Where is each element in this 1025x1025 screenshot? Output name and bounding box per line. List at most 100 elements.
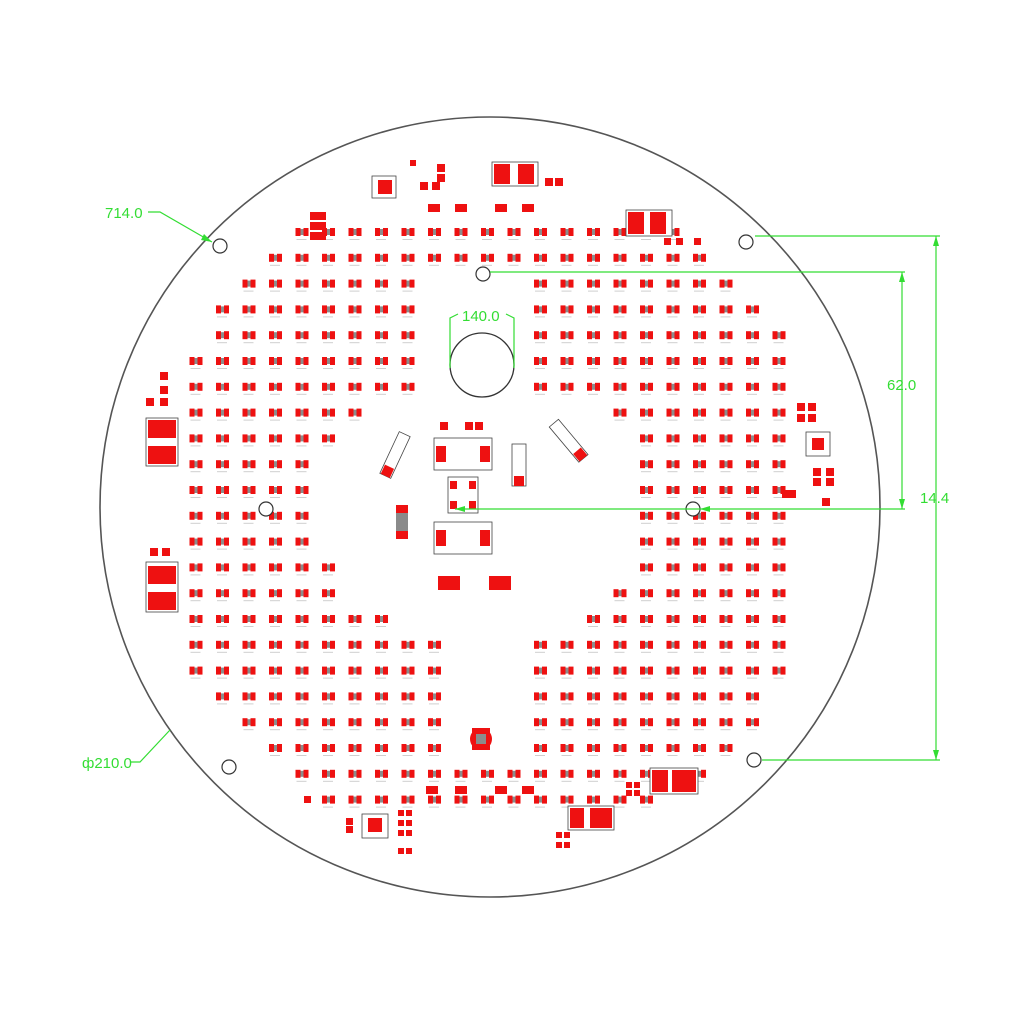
- smd-pad: [348, 331, 362, 344]
- dim-label-top-left: 714.0: [105, 205, 143, 222]
- smd-pad: [719, 331, 733, 344]
- smd-pad: [481, 769, 494, 782]
- smd-pad: [613, 744, 627, 756]
- ic-pad: [450, 481, 457, 489]
- smd-pad: [428, 744, 441, 756]
- smd-pad: [666, 537, 680, 550]
- smd-pad: [375, 331, 388, 344]
- smd-pad: [640, 460, 653, 473]
- smd-pad: [746, 305, 759, 318]
- smd-pad: [295, 563, 309, 576]
- dim-label-bottom-left: ф210.0: [82, 755, 132, 772]
- tilted-component: [548, 418, 589, 463]
- smd-pad: [375, 769, 388, 782]
- smd-pad: [348, 253, 362, 266]
- smd-pad: [746, 589, 759, 602]
- smd-pad: [406, 820, 412, 826]
- smd-pad: [242, 357, 256, 369]
- smd-pad: [666, 692, 680, 705]
- smd-pad: [666, 331, 680, 344]
- smd-pad: [242, 718, 256, 731]
- smd-pad: [514, 476, 524, 486]
- smd-pad: [746, 434, 759, 447]
- smd-pad: [640, 357, 653, 369]
- smd-pad: [269, 253, 282, 266]
- smd-pad: [322, 331, 335, 344]
- smd-pad: [375, 305, 388, 318]
- smd-pad: [189, 640, 203, 653]
- smd-pad: [719, 434, 733, 447]
- smd-pad: [587, 769, 600, 782]
- smd-pad: [746, 615, 759, 627]
- smd-pad: [719, 511, 733, 524]
- smd-pad: [772, 640, 786, 653]
- smd-pad: [401, 382, 415, 395]
- smd-pad: [613, 408, 627, 421]
- smd-pad: [189, 408, 203, 421]
- smd-pad: [295, 382, 309, 395]
- smd-pad: [534, 666, 547, 679]
- smd-pad: [613, 279, 627, 292]
- ic-pad: [450, 501, 457, 509]
- smd-pad: [693, 486, 706, 498]
- smd-pad: [560, 795, 574, 808]
- smd-pad: [746, 718, 759, 731]
- smd-pad: [269, 511, 282, 524]
- smd-pad: [664, 238, 671, 245]
- smd-pad: [401, 795, 415, 808]
- smd-pad: [534, 279, 547, 292]
- smd-pad: [242, 511, 256, 524]
- smd-pad: [242, 305, 256, 318]
- smd-pad: [693, 640, 706, 653]
- smd-pad: [401, 769, 415, 782]
- ic-pad: [812, 438, 824, 450]
- smd-pad: [587, 666, 600, 679]
- smd-pad: [666, 460, 680, 473]
- smd-pad: [746, 563, 759, 576]
- tilted-component: [379, 431, 411, 479]
- smd-pad: [772, 537, 786, 550]
- smd-pad: [189, 563, 203, 576]
- smd-pad: [560, 692, 574, 705]
- smd-pad: [242, 640, 256, 653]
- smd-pad: [587, 253, 600, 266]
- smd-pad: [634, 782, 640, 788]
- smd-pad: [455, 204, 467, 212]
- smd-pad: [295, 486, 309, 498]
- smd-pad: [346, 818, 353, 825]
- smd-pad: [242, 382, 256, 395]
- smd-pad: [348, 795, 362, 808]
- smd-pad: [401, 305, 415, 318]
- smd-pad: [428, 692, 441, 705]
- smd-pad: [432, 182, 440, 190]
- smd-pad: [746, 511, 759, 524]
- smd-pad: [295, 769, 309, 782]
- smd-pad: [719, 744, 733, 756]
- smd-pad: [613, 357, 627, 369]
- smd-pad: [587, 640, 600, 653]
- dim-label-center-hole: 140.0: [462, 308, 500, 325]
- smd-pad: [813, 478, 821, 486]
- smd-pad: [426, 786, 438, 794]
- connector-pad: [672, 770, 696, 792]
- smd-pad: [826, 478, 834, 486]
- smd-pad: [318, 212, 326, 220]
- leader-bottom-left: [130, 729, 171, 763]
- smd-pad: [693, 253, 706, 266]
- smd-pad: [693, 305, 706, 318]
- smd-pad: [295, 640, 309, 653]
- smd-pad: [481, 228, 494, 240]
- smd-pad: [693, 331, 706, 344]
- smd-pad: [401, 666, 415, 679]
- smd-pad: [242, 537, 256, 550]
- smd-pad: [587, 615, 600, 627]
- smd-pad: [495, 204, 507, 212]
- smd-pad: [560, 253, 574, 266]
- mounting-hole: [258, 501, 274, 517]
- smd-pad: [322, 589, 335, 602]
- smd-pad: [613, 666, 627, 679]
- smd-pad: [772, 589, 786, 602]
- smd-pad: [322, 434, 335, 447]
- inductor-pad: [436, 446, 446, 462]
- smd-pad: [401, 279, 415, 292]
